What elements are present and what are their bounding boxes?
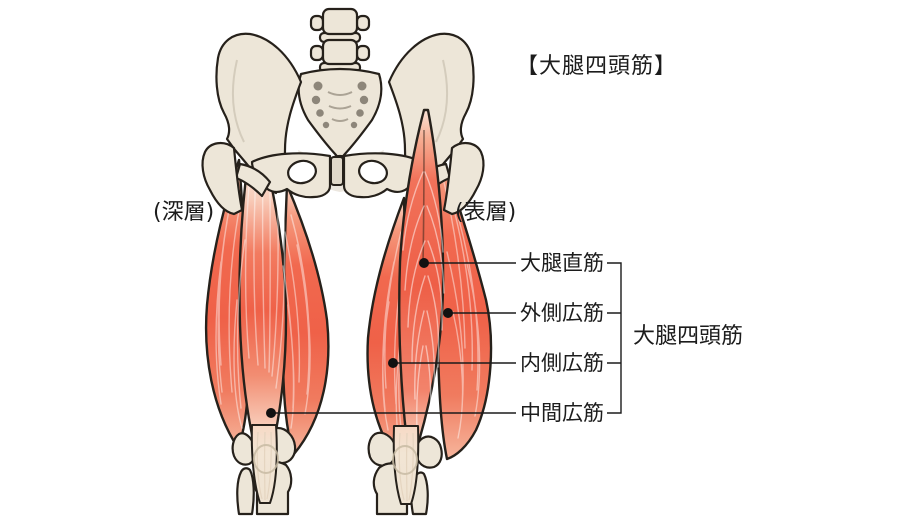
left-fibula (236, 467, 255, 516)
annotation-layer (266, 258, 622, 418)
right-side-fiber-texture (382, 177, 481, 443)
right-obturator-foramen (358, 159, 388, 185)
label-quadriceps-group: 大腿四頭筋 (633, 324, 744, 349)
pelvis-illustration (201, 7, 485, 216)
vertebra (309, 14, 325, 32)
left-greater-trochanter (201, 142, 244, 216)
left-iliac-wing (215, 32, 303, 195)
right-femur-condyle-medial (367, 431, 397, 467)
label-vastus-medialis: 内側広筋 (520, 351, 604, 375)
label-vastus-intermedius: 中間広筋 (520, 401, 604, 425)
iliac-wings (215, 32, 475, 195)
left-knee-bones (231, 424, 297, 516)
group-bracket (607, 262, 622, 414)
left-leg-illustration (204, 148, 330, 474)
femur-tops (201, 142, 485, 216)
right-leg-side-muscles (366, 138, 493, 464)
view-label-deep-layer: (深層) (153, 200, 215, 225)
diagram-title: 【大腿四頭筋】 (516, 54, 678, 79)
right-patella-outline (392, 445, 418, 475)
rectus-femoris-fiber-texture (402, 171, 445, 432)
right-greater-trochanter (442, 142, 485, 216)
label-vastus-lateralis: 外側広筋 (520, 301, 604, 325)
view-label-surface-layer: (表層) (455, 200, 517, 225)
marker-dot-vastus-medialis (388, 358, 398, 368)
left-obturator-foramen (287, 159, 317, 185)
right-knee-bones (367, 425, 443, 516)
marker-dot-vastus-lateralis (443, 308, 453, 318)
left-leg-fiber-texture (215, 165, 311, 429)
marker-dot-vastus-intermedius (266, 408, 276, 418)
sacral-foramina (311, 81, 369, 129)
marker-dot-rectus-femoris (419, 258, 429, 268)
lumbar-spine (309, 7, 371, 74)
left-patella-outline (253, 444, 279, 474)
pubic-symphysis (330, 156, 344, 186)
right-iliac-wing (387, 32, 475, 195)
right-femur-condyle-lateral (415, 435, 443, 469)
label-rectus-femoris: 大腿直筋 (520, 251, 604, 275)
